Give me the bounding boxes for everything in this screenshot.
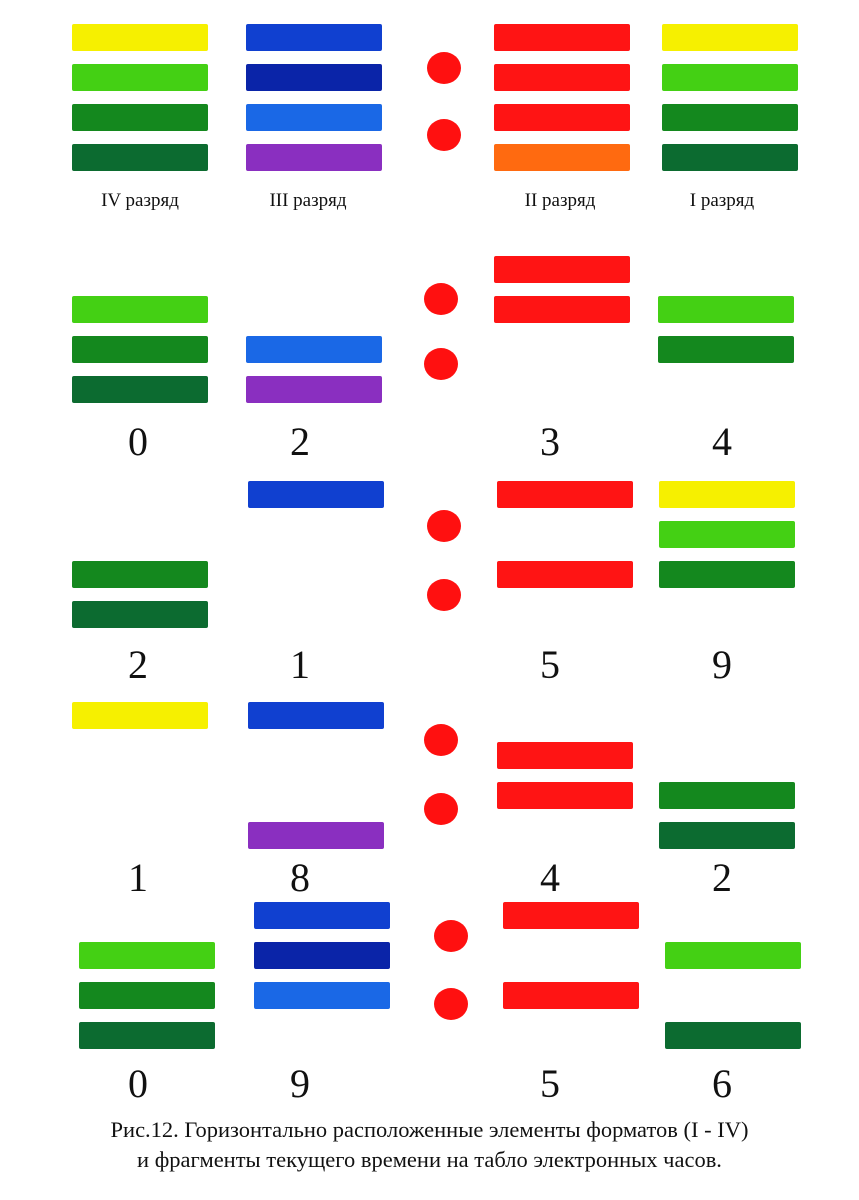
- digit-label: 5: [540, 642, 560, 687]
- segment-bar: [494, 64, 630, 91]
- segment-bar: [72, 24, 208, 51]
- colon-dot: [424, 283, 458, 315]
- colon-dot: [424, 724, 458, 756]
- segment-bar: [497, 561, 633, 588]
- segment-bar: [665, 1022, 801, 1049]
- segment-bar: [72, 336, 208, 363]
- segment-bar: [248, 702, 384, 729]
- segment-bar: [494, 104, 630, 131]
- segment-bar: [497, 782, 633, 809]
- segment-bar: [503, 902, 639, 929]
- segment-bar: [79, 942, 215, 969]
- colon-dot: [434, 920, 468, 952]
- segment-bar: [246, 336, 382, 363]
- digit-label: 6: [712, 1061, 732, 1106]
- segment-bar: [72, 144, 208, 171]
- segment-bar: [72, 64, 208, 91]
- colon-dot: [424, 348, 458, 380]
- segment-bar: [494, 296, 630, 323]
- segment-bar: [246, 24, 382, 51]
- colon-dot: [427, 510, 461, 542]
- segment-bar: [72, 104, 208, 131]
- segment-bar: [254, 982, 390, 1009]
- digit-label: 9: [290, 1061, 310, 1106]
- digit-label: 1: [128, 855, 148, 900]
- digit-label: 8: [290, 855, 310, 900]
- colon-dot: [427, 579, 461, 611]
- segment-bar: [246, 104, 382, 131]
- digit-label: 2: [128, 642, 148, 687]
- segment-bar: [246, 64, 382, 91]
- segment-bar: [72, 601, 208, 628]
- digit-label: 5: [540, 1061, 560, 1106]
- rank-label: I разряд: [689, 190, 755, 211]
- segment-bar: [662, 64, 798, 91]
- segment-bar: [494, 256, 630, 283]
- segment-bar: [662, 24, 798, 51]
- digit-label: 0: [128, 419, 148, 464]
- segment-bar: [659, 822, 795, 849]
- segment-bar: [662, 144, 798, 171]
- digit-label: 4: [540, 855, 560, 900]
- segment-bar: [72, 702, 208, 729]
- caption-line-1: Рис.12. Горизонтально расположенные элем…: [110, 1117, 749, 1142]
- digit-label: 9: [712, 642, 732, 687]
- segment-bar: [659, 782, 795, 809]
- digit-label: 2: [290, 419, 310, 464]
- colon-dot: [434, 988, 468, 1020]
- figure-caption: Рис.12. Горизонтально расположенные элем…: [0, 1115, 859, 1175]
- segment-bar: [658, 296, 794, 323]
- segment-bar: [79, 1022, 215, 1049]
- segment-bar: [246, 376, 382, 403]
- segment-bar: [72, 376, 208, 403]
- segment-bar: [662, 104, 798, 131]
- segment-bar: [72, 296, 208, 323]
- segment-bar: [72, 561, 208, 588]
- segment-bar: [254, 942, 390, 969]
- digit-label: 4: [712, 419, 732, 464]
- segment-bar: [503, 982, 639, 1009]
- rank-label: II разряд: [524, 190, 596, 211]
- segment-bar: [79, 982, 215, 1009]
- rank-label: III разряд: [269, 190, 347, 211]
- segment-bar: [246, 144, 382, 171]
- segment-bar: [248, 822, 384, 849]
- segment-bar: [659, 521, 795, 548]
- segment-bar: [658, 336, 794, 363]
- segment-bar: [665, 942, 801, 969]
- colon-dot: [424, 793, 458, 825]
- colon-dot: [427, 119, 461, 151]
- digit-label: 0: [128, 1061, 148, 1106]
- rank-label: IV разряд: [101, 190, 179, 211]
- digit-label: 1: [290, 642, 310, 687]
- segment-bar: [497, 481, 633, 508]
- digit-label: 2: [712, 855, 732, 900]
- digit-label: 3: [540, 419, 560, 464]
- segment-bar: [494, 144, 630, 171]
- segment-bar: [659, 481, 795, 508]
- segment-bar: [248, 481, 384, 508]
- segment-bar: [497, 742, 633, 769]
- caption-line-2: и фрагменты текущего времени на табло эл…: [137, 1147, 722, 1172]
- segment-bar: [659, 561, 795, 588]
- segment-bar: [254, 902, 390, 929]
- colon-dot: [427, 52, 461, 84]
- segment-bar: [494, 24, 630, 51]
